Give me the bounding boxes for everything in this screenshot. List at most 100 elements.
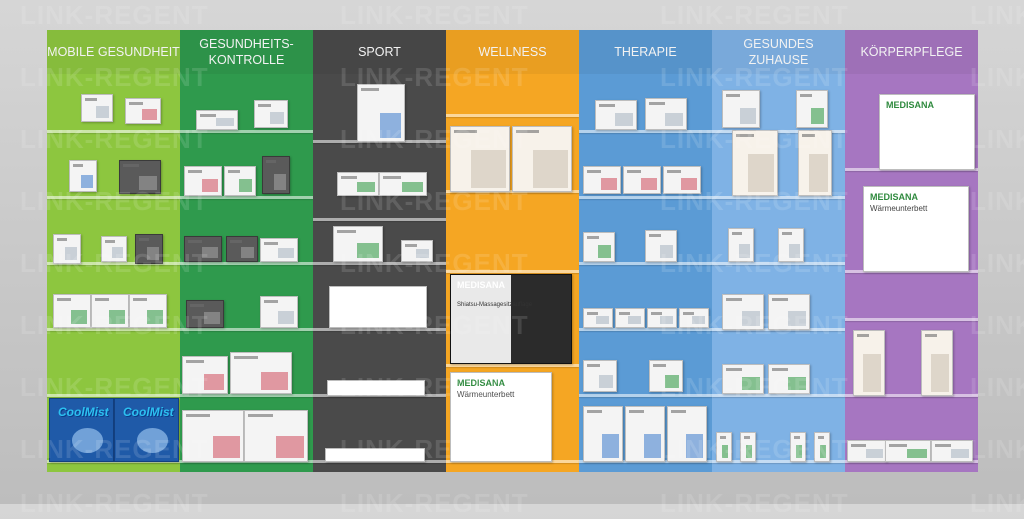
product-package[interactable] [254,100,288,128]
product-package[interactable] [196,110,238,130]
category-header-zuhause[interactable]: GESUNDES ZUHAUSE [712,30,845,74]
product-package[interactable] [740,432,756,462]
product-package[interactable] [645,230,677,262]
product-package[interactable] [186,300,224,328]
product-package[interactable] [649,360,683,392]
product-package[interactable] [615,308,645,328]
product-package[interactable] [329,286,427,328]
product-package[interactable] [260,238,298,262]
product-package[interactable] [847,440,887,462]
category-header-koerperpflege[interactable]: KÖRPERPFLEGE [845,30,978,74]
product-package[interactable] [790,432,806,462]
product-package[interactable] [595,100,637,130]
product-package[interactable] [716,432,732,462]
shelf-board [47,196,180,199]
product-package[interactable] [450,126,510,192]
shelf-board [579,328,712,331]
product-package[interactable] [182,356,228,394]
product-package[interactable] [337,172,379,196]
shelf-board [313,262,446,265]
product-package[interactable] [625,406,665,462]
product-package[interactable] [796,90,828,128]
product-package[interactable] [333,226,383,262]
product-package[interactable] [853,330,885,396]
product-package[interactable] [778,228,804,262]
product-package[interactable] [101,236,127,262]
product-package[interactable] [728,228,754,262]
product-package[interactable] [814,432,830,462]
category-header-mobile[interactable]: MOBILE GESUNDHEIT [47,30,180,74]
product-package[interactable] [184,166,222,196]
product-package[interactable] [91,294,129,328]
product-package[interactable] [885,440,931,462]
product-package[interactable] [732,130,778,196]
product-package[interactable] [226,236,258,262]
shelf-area-kontrolle [180,74,313,472]
shelf-board [47,394,180,397]
product-brand-label: MEDISANA [457,378,506,388]
category-header-kontrolle[interactable]: GESUNDHEITS- KONTROLLE [180,30,313,74]
product-package[interactable] [81,94,113,122]
product-package[interactable] [679,308,709,328]
watermark-text: LINK-REGENT [970,124,1024,154]
product-package[interactable]: MEDISANA [879,94,975,170]
product-package[interactable] [129,294,167,328]
product-package[interactable] [119,160,161,194]
product-package[interactable] [327,380,425,396]
product-package[interactable] [583,232,615,262]
product-package[interactable]: CoolMist [49,398,114,462]
product-package[interactable] [53,234,81,264]
product-package[interactable] [244,410,308,462]
product-package[interactable]: CoolMist [114,398,179,462]
product-brand-label: CoolMist [123,405,174,419]
product-package[interactable] [722,294,764,330]
product-package[interactable] [722,364,764,394]
category-header-sport[interactable]: SPORT [313,30,446,74]
product-package[interactable] [583,166,621,194]
product-package[interactable] [798,130,832,196]
product-package[interactable] [135,234,163,264]
product-package[interactable] [583,406,623,462]
shelf-area-sport [313,74,446,472]
shelf-board [845,318,978,321]
product-package[interactable] [260,296,298,328]
product-package[interactable] [583,308,613,328]
product-package[interactable] [69,160,97,192]
category-header-therapie[interactable]: THERAPIE [579,30,712,74]
category-header-wellness[interactable]: WELLNESS [446,30,579,74]
watermark-text: LINK-REGENT [20,0,209,30]
product-package[interactable] [182,410,244,462]
watermark-text: LINK-REGENT [340,0,529,30]
product-package[interactable] [722,90,760,128]
watermark-text: LINK-REGENT [970,310,1024,340]
product-package[interactable] [224,166,256,196]
product-package[interactable] [645,98,687,130]
product-package[interactable] [931,440,973,462]
product-package[interactable] [512,126,572,192]
product-package[interactable] [262,156,290,194]
product-package[interactable] [184,236,222,262]
product-package[interactable] [647,308,677,328]
product-package[interactable] [379,172,427,196]
product-package[interactable] [53,294,91,328]
product-package[interactable] [325,448,425,462]
product-name-label: Shiatsu-Massagesitzauflage [457,302,533,308]
product-package[interactable] [768,294,810,330]
product-package[interactable] [667,406,707,462]
product-package[interactable] [663,166,701,194]
product-package[interactable] [623,166,661,194]
product-package[interactable] [401,240,433,262]
product-package[interactable] [230,352,292,394]
product-package[interactable] [921,330,953,396]
product-package[interactable] [583,360,617,392]
product-package[interactable] [357,84,405,142]
watermark-text: LINK-REGENT [970,248,1024,278]
product-package[interactable] [768,364,810,394]
product-package[interactable] [125,98,161,124]
